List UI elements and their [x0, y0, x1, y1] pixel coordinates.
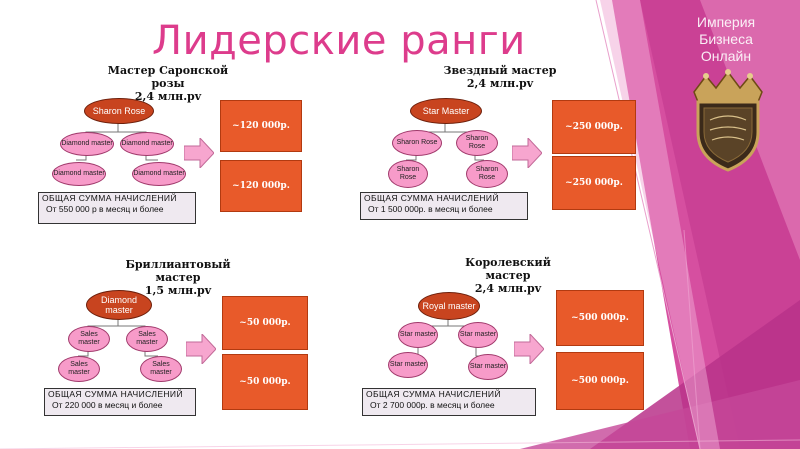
rank-title-royal-master: Королевский мастер 2,4 млн.pv — [465, 256, 551, 295]
child-ellipse: Diamond master — [60, 132, 114, 156]
total-earnings-note: ОБЩАЯ СУММА НАЧИСЛЕНИЙ От 220 000 в меся… — [44, 388, 196, 416]
page-title: Лидерские ранги — [152, 18, 526, 64]
child-ellipse: Sharon Rose — [392, 130, 442, 156]
brand-line-3: Онлайн — [700, 48, 752, 64]
rank-title-star-master: Звездный мастер 2,4 млн.pv — [443, 64, 557, 90]
parent-ellipse: Sharon Rose — [84, 98, 154, 124]
child-ellipse: Sales master — [140, 356, 182, 382]
child-ellipse: Diamond master — [52, 162, 106, 186]
reward-box: ~500 000р. — [556, 290, 644, 346]
crest-logo — [693, 69, 763, 172]
right-arrow-icon — [514, 334, 544, 364]
child-ellipse: Star master — [468, 354, 508, 380]
right-arrow-icon — [184, 138, 214, 168]
reward-box: ~250 000р. — [552, 100, 636, 154]
reward-box: ~50 000р. — [222, 354, 308, 410]
child-ellipse: Sales master — [68, 326, 110, 352]
child-ellipse: Sharon Rose — [388, 160, 428, 188]
child-ellipse: Sharon Rose — [466, 160, 508, 188]
child-ellipse: Star master — [458, 322, 498, 348]
right-arrow-icon — [186, 334, 216, 364]
parent-ellipse: Star Master — [410, 98, 482, 124]
reward-box: ~120 000р. — [220, 100, 302, 152]
total-earnings-note: ОБЩАЯ СУММА НАЧИСЛЕНИЙ От 1 500 000р. в … — [360, 192, 528, 220]
child-ellipse: Sales master — [126, 326, 168, 352]
child-ellipse: Sales master — [58, 356, 100, 382]
total-earnings-note: ОБЩАЯ СУММА НАЧИСЛЕНИЙ От 2 700 000р. в … — [362, 388, 536, 416]
rank-title-sharon-rose: Мастер Саронской розы 2,4 млн.pv — [107, 64, 229, 103]
right-arrow-icon — [512, 138, 542, 168]
reward-box: ~120 000р. — [220, 160, 302, 212]
total-earnings-note: ОБЩАЯ СУММА НАЧИСЛЕНИЙ От 550 000 р в ме… — [38, 192, 196, 224]
parent-ellipse: Diamond master — [86, 290, 152, 320]
child-ellipse: Sharon Rose — [456, 130, 498, 156]
brand-line-1: Империя — [696, 14, 756, 30]
brand-line-2: Бизнеса — [699, 31, 753, 47]
parent-ellipse: Royal master — [418, 292, 480, 320]
child-ellipse: Star master — [398, 322, 438, 348]
reward-box: ~250 000р. — [552, 156, 636, 210]
reward-box: ~500 000р. — [556, 352, 644, 410]
brand-text: Империя Бизнеса Онлайн — [680, 14, 772, 65]
child-ellipse: Diamond master — [120, 132, 174, 156]
reward-box: ~50 000р. — [222, 296, 308, 350]
child-ellipse: Diamond master — [132, 162, 186, 186]
rank-title-diamond-master: Бриллиантовый мастер 1,5 млн.pv — [125, 258, 231, 297]
child-ellipse: Star master — [388, 352, 428, 378]
